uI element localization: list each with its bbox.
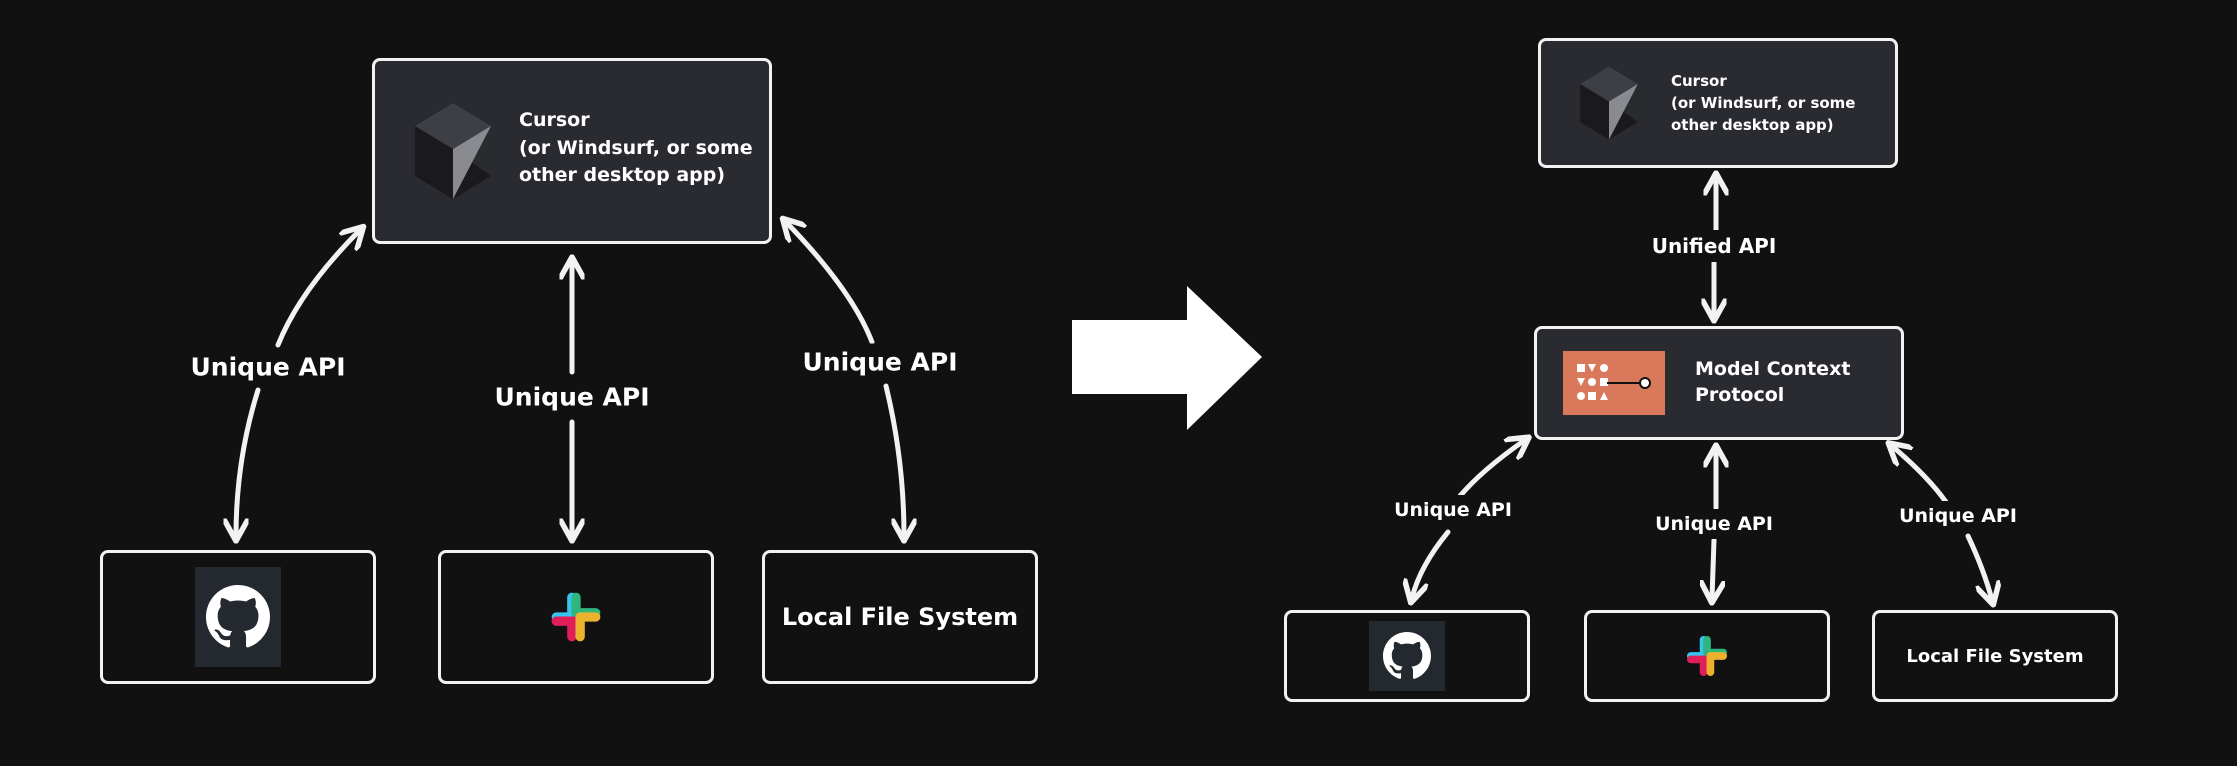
edge-label-github: Unique API [184, 348, 352, 386]
edge-mcp-github [1457, 440, 1525, 499]
edge-mcp-slack-lower [1712, 537, 1714, 598]
mcp-protocol-line2: Protocol [1695, 383, 1785, 406]
slack-target-box-2 [1584, 610, 1830, 702]
github-icon-2 [1383, 632, 1431, 679]
cursor-host-alt-1: (or Windsurf, or some [519, 136, 753, 159]
local-fs-label: Local File System [781, 603, 1019, 631]
edge-label-unified: Unified API [1645, 230, 1783, 262]
edge-cursor-github [275, 230, 360, 348]
edge-mcp-fs-lower [1965, 533, 1992, 600]
edge-label-slack: Unique API [488, 378, 656, 416]
edge-label-slack-2: Unique API [1649, 509, 1779, 539]
mcp-protocol-text: Model Context Protocol [1695, 357, 1850, 408]
cursor-host-text: Cursor (or Windsurf, or some other deskt… [519, 107, 753, 190]
slack-icon-2 [1686, 635, 1728, 677]
github-target-box [100, 550, 376, 684]
mcp-logo-glyphs [1577, 364, 1651, 400]
github-icon-tile-2 [1369, 621, 1445, 691]
mcp-protocol-line1: Model Context [1695, 358, 1851, 380]
mcp-logo-icon [1563, 351, 1665, 415]
cursor-host-alt-2: other desktop app) [519, 164, 726, 187]
mcp-protocol-box: Model Context Protocol [1534, 326, 1904, 440]
cursor-host-name-2: Cursor [1671, 72, 1727, 90]
cursor-host-text-2: Cursor (or Windsurf, or some other deskt… [1671, 71, 1855, 136]
cursor-host-alt-2-2: other desktop app) [1671, 115, 1834, 134]
github-icon [206, 585, 270, 648]
edge-label-fs: Unique API [796, 343, 964, 381]
github-icon-tile [195, 567, 281, 667]
edge-mcp-github-lower [1412, 529, 1451, 598]
edge-label-fs-2: Unique API [1893, 501, 2023, 531]
edge-cursor-fs-lower [883, 383, 904, 536]
local-fs-label-2: Local File System [1906, 645, 2084, 667]
local-fs-target-box-2: Local File System [1872, 610, 2118, 702]
edge-mcp-fs [1892, 446, 1953, 511]
cursor-host-box: Cursor (or Windsurf, or some other deskt… [372, 58, 772, 244]
edge-label-github-2: Unique API [1388, 495, 1518, 525]
local-fs-target-box: Local File System [762, 550, 1038, 684]
slack-icon [551, 592, 601, 642]
cursor-host-box-2: Cursor (or Windsurf, or some other deskt… [1538, 38, 1898, 168]
cursor-logo-icon-2 [1580, 66, 1638, 140]
slack-target-box [438, 550, 714, 684]
edge-cursor-fs [786, 222, 875, 345]
cursor-host-alt-1-2: (or Windsurf, or some [1671, 93, 1856, 112]
cursor-host-name: Cursor [519, 109, 590, 131]
right-arrow-icon [1072, 286, 1262, 430]
github-target-box-2 [1284, 610, 1530, 702]
cursor-logo-icon [415, 103, 491, 199]
edge-cursor-github-lower [236, 387, 261, 536]
